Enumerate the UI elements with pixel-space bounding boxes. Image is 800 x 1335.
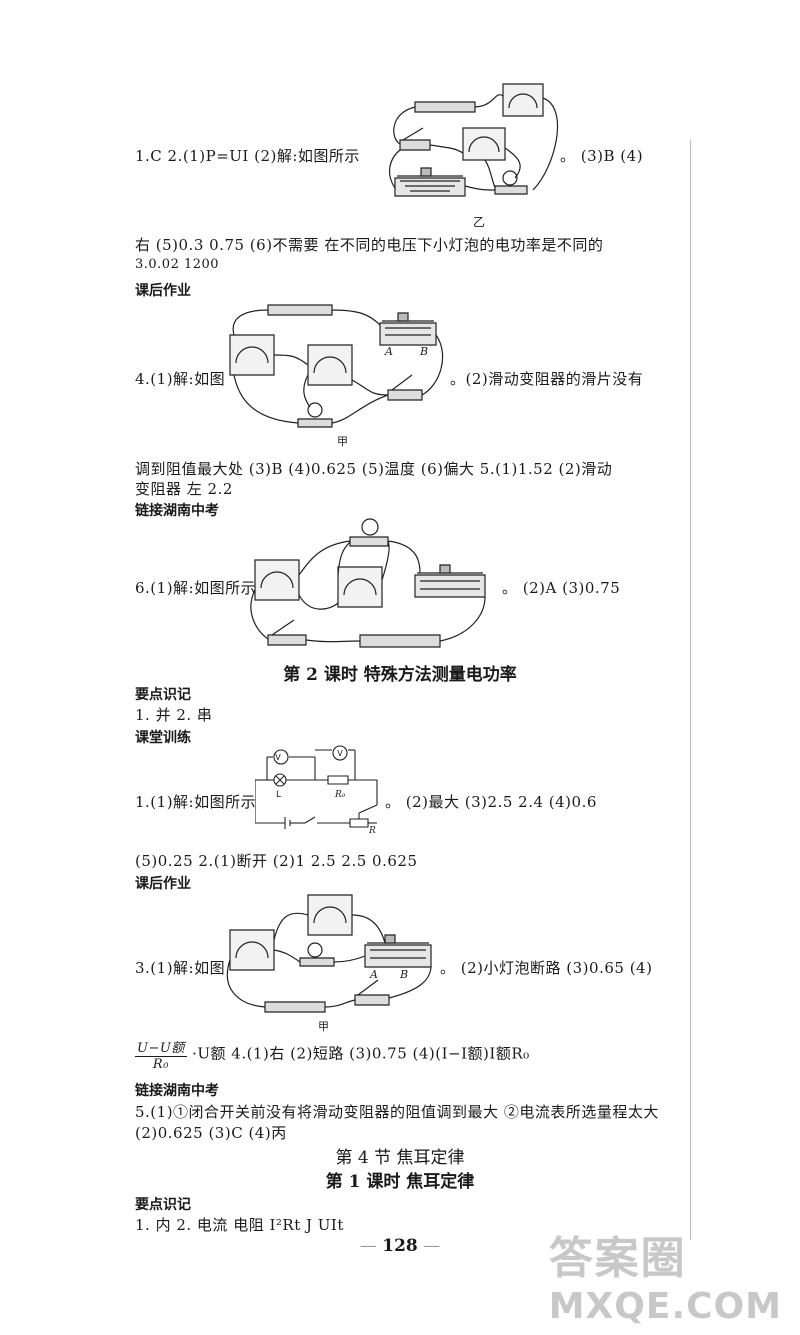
svg-text:L: L xyxy=(276,790,281,800)
answer-line-11-text: ·U额 4.(1)右 (2)短路 (3)0.75 (4)(I−I额)I额R₀ xyxy=(192,1044,530,1063)
answer-line-10-suffix: 。 (2)小灯泡断路 (3)0.65 (4) xyxy=(440,959,653,977)
svg-text:R: R xyxy=(368,826,376,835)
answer-line-3: 3.0.02 1200 xyxy=(135,257,220,272)
answer-line-1-prefix: 1.C 2.(1)P=UI (2)解:如图所示 xyxy=(135,147,360,165)
circuit-diagram-yi: 乙 xyxy=(385,78,565,229)
answer-line-1-suffix: 。 (3)B (4) xyxy=(560,147,644,165)
svg-text:V: V xyxy=(275,753,281,762)
answer-line-4-suffix: 。(2)滑动变阻器的滑片没有 xyxy=(450,370,644,388)
heading-key-points: 要点识记 xyxy=(135,687,191,703)
heading-hunan-exam: 链接湖南中考 xyxy=(135,1083,219,1099)
answer-line-8-prefix: 1.(1)解:如图所示 xyxy=(135,793,257,811)
answer-line-12: 5.(1)①闭合开关前没有将滑动变阻器的阻值调到最大 ②电流表所选量程太大 xyxy=(135,1103,659,1121)
answer-line-10-prefix: 3.(1)解:如图 xyxy=(135,959,226,977)
watermark-logo: 答案圈 MXQE.COM xyxy=(548,1233,782,1327)
heading-homework: 课后作业 xyxy=(135,876,191,892)
circuit-diagram-3 xyxy=(250,515,505,665)
heading-key-points: 要点识记 xyxy=(135,1197,191,1213)
figure-label-jia: 甲 xyxy=(318,1020,329,1032)
answer-line-9: (5)0.25 2.(1)断开 (2)1 2.5 2.5 0.625 xyxy=(135,852,418,870)
heading-hunan-exam: 链接湖南中考 xyxy=(135,503,219,519)
answer-line-4-prefix: 4.(1)解:如图 xyxy=(135,370,226,388)
schematic-diagram: V V L R₀ R xyxy=(255,745,385,835)
lesson-2-title: 第 2 课时 特殊方法测量电功率 xyxy=(283,665,517,685)
answer-line-7-prefix: 6.(1)解:如图所示 xyxy=(135,579,257,597)
answer-line-7-suffix: 。 (2)A (3)0.75 xyxy=(502,579,621,597)
figure-label-yi: 乙 xyxy=(473,215,485,229)
key-points-answers-2: 1. 内 2. 电流 电阻 I²Rt J UIt xyxy=(135,1216,344,1234)
figure-label-jia: 甲 xyxy=(337,435,348,448)
answer-line-6: 变阻器 左 2.2 xyxy=(135,480,233,498)
answer-line-2: 右 (5)0.3 0.75 (6)不需要 在不同的电压下小灯泡的电功率是不同的 xyxy=(135,236,604,254)
svg-text:A: A xyxy=(384,345,393,358)
svg-text:B: B xyxy=(419,345,428,358)
circuit-diagram-jia-2: A B 甲 xyxy=(220,890,440,1032)
page-edge-rule xyxy=(690,140,691,1240)
key-points-answers: 1. 并 2. 串 xyxy=(135,706,213,724)
section-4-title: 第 4 节 焦耳定律 xyxy=(335,1148,465,1168)
page-number: — 128 — xyxy=(359,1236,441,1256)
svg-text:V: V xyxy=(337,749,343,758)
svg-text:R₀: R₀ xyxy=(334,790,346,800)
svg-text:B: B xyxy=(399,968,408,981)
svg-text:A: A xyxy=(369,968,378,981)
lesson-1-title: 第 1 课时 焦耳定律 xyxy=(325,1172,475,1192)
answer-line-13: (2)0.625 (3)C (4)丙 xyxy=(135,1124,287,1142)
heading-homework: 课后作业 xyxy=(135,283,191,299)
circuit-diagram-jia-1: A B 甲 xyxy=(220,295,450,448)
answer-line-5: 调到阻值最大处 (3)B (4)0.625 (5)温度 (6)偏大 5.(1)1… xyxy=(135,460,613,478)
answer-line-8-suffix: 。 (2)最大 (3)2.5 2.4 (4)0.6 xyxy=(385,793,597,811)
heading-classwork: 课堂训练 xyxy=(135,730,191,746)
